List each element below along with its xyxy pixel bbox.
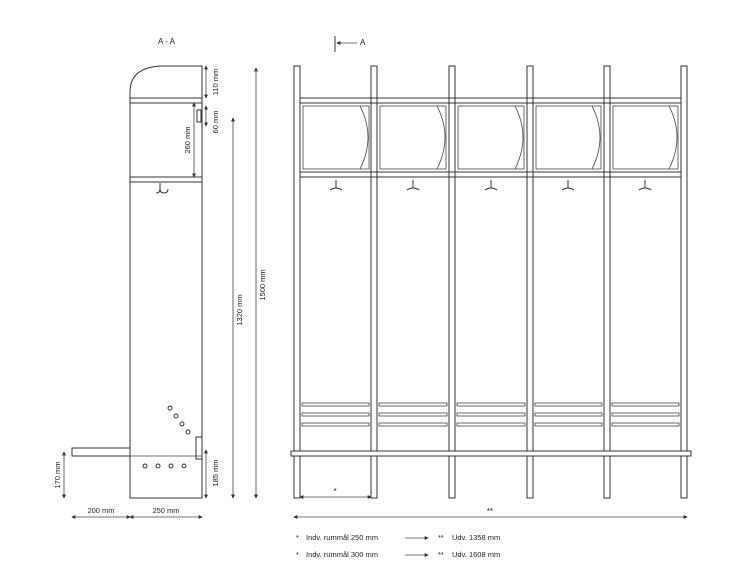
shoe-slat (534, 422, 603, 427)
hat-compartment (535, 105, 602, 170)
dim-label-185: 185 mm (211, 459, 220, 486)
compartment-curve (359, 105, 369, 170)
shoe-slat (301, 422, 370, 427)
coat-hook (155, 183, 169, 194)
shoe-rack (301, 402, 680, 427)
mount-hole (179, 421, 185, 427)
legend-result: Udv. 1358 mm (452, 533, 500, 542)
dim-label-60: 60 mm (211, 111, 220, 134)
compartment-curve (668, 105, 678, 170)
hat-compartment (457, 105, 525, 170)
front-view: A (290, 36, 692, 519)
coat-hook (406, 180, 420, 191)
hat-compartment (612, 105, 679, 170)
dim-label-200: 200 mm (87, 506, 114, 515)
bench-bar (290, 450, 692, 457)
legend-dstar: ** (438, 550, 444, 559)
bench-seat (71, 447, 131, 457)
legend-text: Indv. rummål 300 mm (306, 550, 378, 559)
shoe-slat (378, 412, 448, 417)
mount-hole (142, 463, 148, 469)
coat-hook (329, 180, 343, 191)
upright-post (370, 65, 378, 499)
upright-post (448, 65, 456, 499)
upright-post (680, 65, 688, 499)
upright-post (293, 65, 301, 499)
shoe-slat (611, 422, 680, 427)
mount-hole (185, 429, 191, 435)
compartment-curve (514, 105, 524, 170)
bench-bracket (195, 436, 203, 460)
mount-hole (167, 405, 173, 411)
hat-compartment (302, 105, 370, 170)
shoe-slat (456, 412, 526, 417)
bay-3 (457, 105, 525, 191)
dim-label-total: ** (487, 507, 493, 516)
dim-label-250: 250 mm (152, 506, 179, 515)
hat-shelf-bottom (129, 176, 203, 183)
dim-label-110: 110 mm (211, 69, 220, 96)
shoe-slat (456, 402, 526, 407)
bay-2 (379, 105, 447, 191)
legend-row-1: * Indv. rummål 250 mm ** Udv. 1358 mm (296, 533, 500, 542)
legend-star: * (296, 533, 299, 542)
shoe-slat (301, 412, 370, 417)
compartment-curve (591, 105, 601, 170)
coat-hook (484, 180, 498, 191)
legend-star: * (296, 550, 299, 559)
dim-label-1500: 1500 mm (258, 269, 267, 300)
shelf-bracket (196, 109, 202, 123)
bay-4 (535, 105, 602, 191)
mount-hole (173, 413, 179, 419)
dim-label-bay: * (333, 487, 336, 496)
shoe-slat (534, 402, 603, 407)
coat-hook (638, 180, 652, 191)
mount-hole (168, 463, 174, 469)
section-marker-label: A (360, 38, 366, 47)
legend-dstar: ** (438, 533, 444, 542)
legend-row-2: * Indv. rummål 300 mm ** Udv. 1608 mm (296, 550, 500, 559)
upright-post (603, 65, 611, 499)
legend-text: Indv. rummål 250 mm (306, 533, 378, 542)
hat-compartment (379, 105, 447, 170)
dim-label-1320: 1320 mm (235, 294, 244, 325)
mount-hole (181, 463, 187, 469)
upright-post (526, 65, 534, 499)
section-title: A - A (158, 37, 176, 46)
shoe-slat (611, 402, 680, 407)
shoe-slat (611, 412, 680, 417)
dim-label-260: 260 mm (183, 126, 192, 153)
coat-hook (561, 180, 575, 191)
shoe-slat (378, 422, 448, 427)
shoe-slat (456, 422, 526, 427)
shoe-slat (378, 402, 448, 407)
bay-5 (612, 105, 679, 191)
shoe-slat (301, 402, 370, 407)
hat-shelf-top (129, 97, 203, 104)
side-panel (129, 65, 203, 499)
bay-1 (302, 105, 370, 191)
legend-result: Udv. 1608 mm (452, 550, 500, 559)
compartment-curve (436, 105, 446, 170)
side-view: A - A 110 mm 60 mm 260 mm (53, 37, 267, 519)
legend: * Indv. rummål 250 mm ** Udv. 1358 mm * … (296, 533, 500, 559)
dim-label-170: 170 mm (53, 461, 62, 488)
mount-hole (155, 463, 161, 469)
shoe-slat (534, 412, 603, 417)
